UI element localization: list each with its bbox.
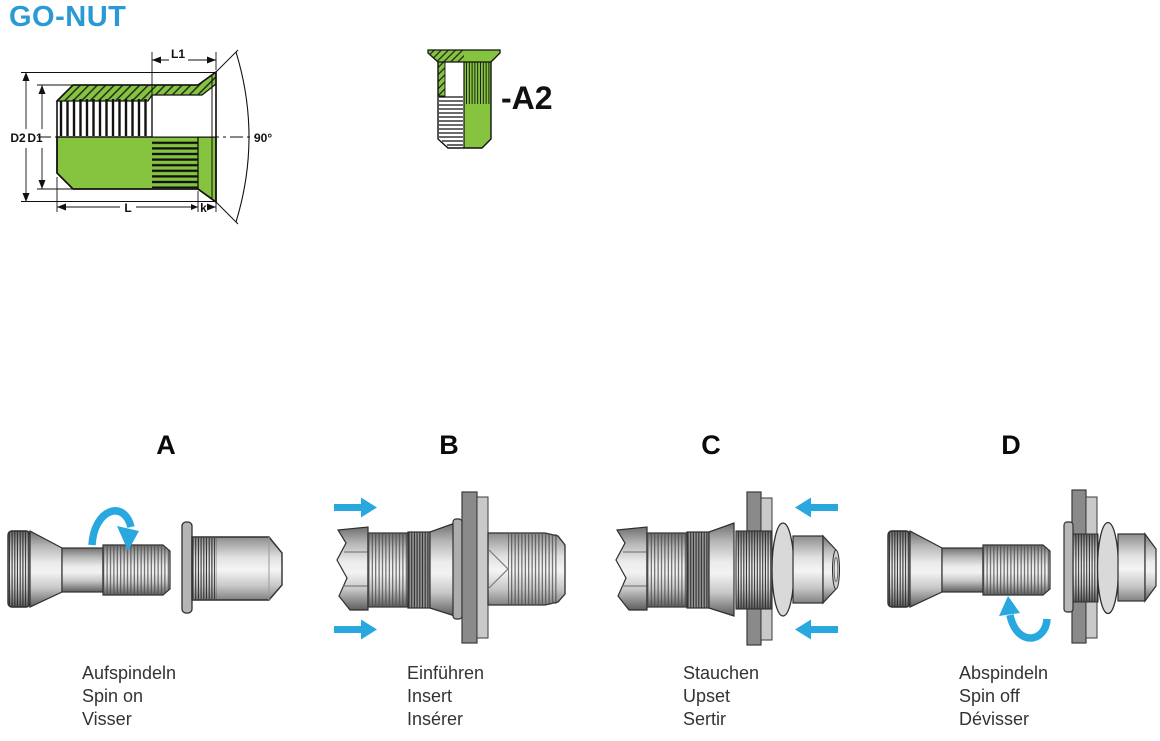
caption-line: Spin on [82, 686, 144, 706]
rivet-nut [181, 521, 283, 614]
caption-line: Insert [407, 686, 453, 706]
workpiece-plate-back [476, 496, 489, 639]
caption-line: Aufspindeln [82, 663, 177, 683]
step-letter-d: D [1001, 430, 1021, 460]
technical-drawing: D2 D1 L1 L k 90° [10, 47, 272, 225]
caption-line: Sertir [683, 709, 727, 729]
dim-label-k: k [200, 201, 207, 215]
caption-line: Insérer [407, 709, 464, 729]
knurl-lines [466, 62, 490, 104]
upset-bulge [771, 522, 795, 617]
nut-flange [1063, 521, 1074, 613]
step-a-figure [7, 507, 283, 614]
step-letter-b: B [439, 430, 459, 460]
exterior-half [464, 62, 491, 148]
spin-off-arrow [1006, 613, 1051, 642]
nut-body [1117, 533, 1146, 602]
step-letter-a: A [156, 430, 176, 460]
installation-steps-figure [7, 489, 1157, 646]
dim-label-angle: 90° [254, 131, 272, 145]
workpiece-plate-front [461, 491, 478, 644]
body-outline [437, 62, 492, 149]
spin-on-arrow [88, 507, 135, 546]
upset-bulge [1096, 521, 1120, 615]
thread-lines [439, 96, 463, 146]
insert-arrow-bottom [334, 619, 377, 640]
caption-line: Stauchen [683, 663, 760, 683]
upset-arrow-top [795, 497, 838, 518]
caption-line: Spin off [959, 686, 1020, 706]
step-letter-c: C [701, 430, 721, 460]
step-b-caption: Einführen Insert Insérer [407, 662, 484, 731]
caption-line: Visser [82, 709, 132, 729]
step-d-caption: Abspindeln Spin off Dévisser [959, 662, 1048, 731]
nut-knurl [1073, 534, 1098, 602]
body-lower-half [56, 136, 217, 204]
caption-line: Einführen [407, 663, 485, 683]
step-a-caption: Aufspindeln Spin on Visser [82, 662, 176, 731]
dim-label-d2: D2 [10, 131, 26, 145]
caption-line: Dévisser [959, 709, 1030, 729]
nut-body [792, 535, 824, 604]
dimension-arrows [22, 56, 216, 211]
spin-on-arrowhead [117, 526, 139, 551]
rivet-nut-shank [487, 532, 566, 606]
body-upper-half [55, 70, 217, 138]
shank-thread [508, 534, 558, 604]
nut-knurl [736, 531, 772, 609]
caption-line: Upset [683, 686, 731, 706]
nut-nose [1144, 532, 1157, 603]
knurl-texture [152, 139, 198, 188]
countersink-angle [215, 49, 250, 225]
step-c-figure [615, 491, 840, 646]
nut-knurl [192, 538, 217, 599]
product-title: GO-NUT [9, 1, 127, 33]
nut-flange [181, 521, 193, 614]
dim-label-d1: D1 [27, 131, 43, 145]
caption-line: Abspindeln [959, 663, 1049, 683]
variant-label: -A2 [501, 80, 553, 116]
spin-off-arrowhead [999, 596, 1020, 616]
variant-drawing [427, 49, 501, 149]
thread-profile [59, 99, 147, 136]
dim-label-l: L [124, 201, 131, 215]
step-c-caption: Stauchen Upset Sertir [683, 662, 759, 731]
step-d-figure [887, 489, 1157, 644]
step-b-figure [334, 491, 566, 644]
dim-label-l1: L1 [171, 47, 185, 61]
upset-arrow-bottom [795, 619, 838, 640]
insert-arrow-top [334, 497, 377, 518]
nut-flange [452, 518, 463, 620]
